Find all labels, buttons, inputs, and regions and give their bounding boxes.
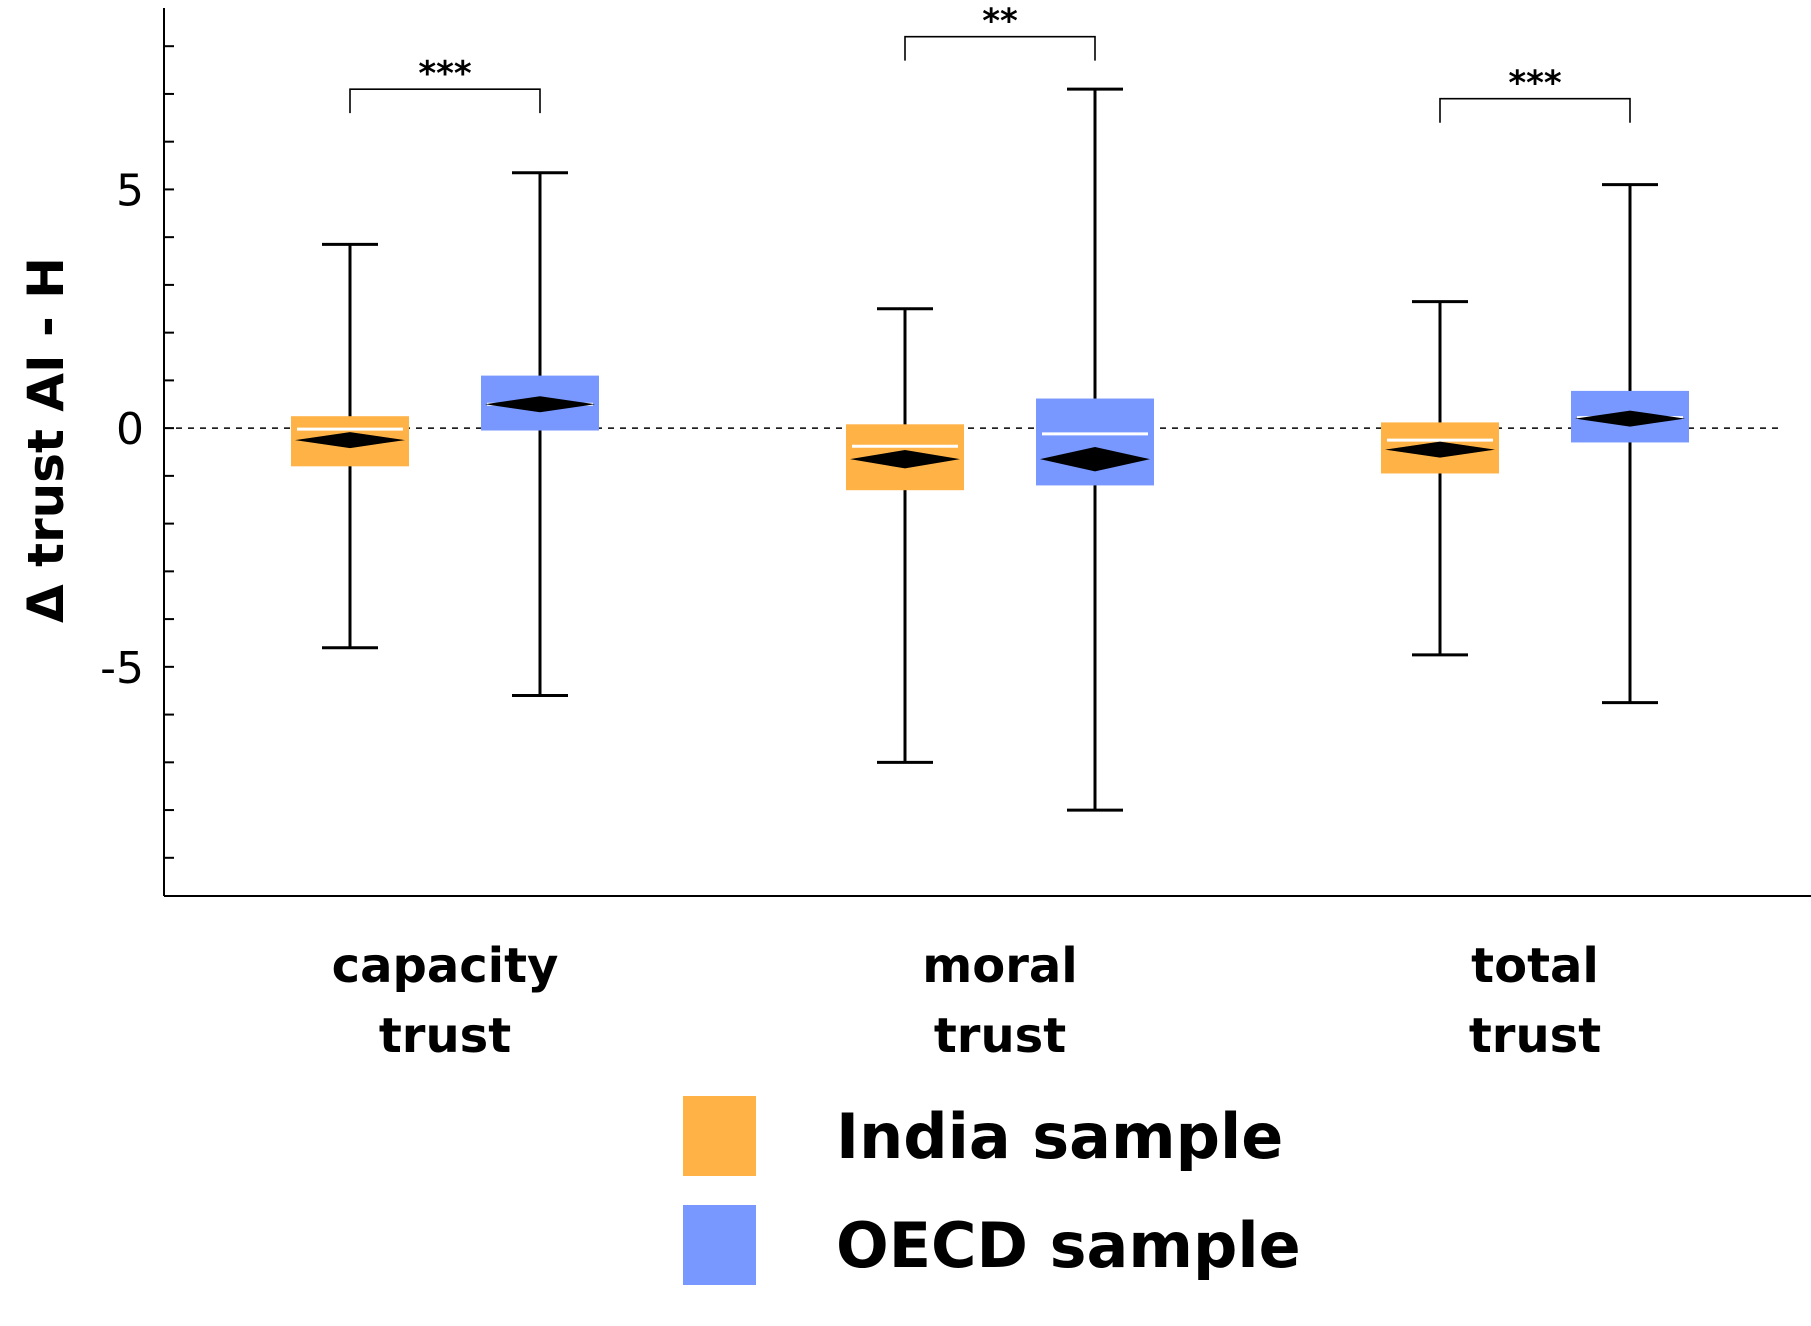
significance-bracket: *** [349, 54, 541, 114]
x-category-label-line1: total [1471, 938, 1599, 994]
significance-bracket: ** [904, 2, 1096, 61]
significance-label: *** [1508, 64, 1562, 104]
box-india-1 [846, 307, 964, 764]
mean-diamond [850, 449, 960, 469]
x-category-label-line1: capacity [332, 938, 559, 994]
x-category-label-line2: trust [379, 1008, 511, 1064]
x-category-label-line2: trust [934, 1008, 1066, 1064]
x-category-label-line1: moral [922, 938, 1078, 994]
box-oecd-1 [1036, 87, 1154, 812]
mean-diamond [295, 432, 405, 449]
box-oecd-0 [481, 171, 599, 697]
significance-bracket: *** [1439, 64, 1631, 123]
significance-label: *** [418, 54, 472, 94]
legend-label-1: OECD sample [836, 1209, 1301, 1282]
box-oecd-2 [1571, 183, 1689, 705]
legend-swatch-0 [683, 1096, 756, 1176]
y-tick-label: 0 [116, 404, 144, 455]
axes: 5 0 -5 [100, 8, 1811, 897]
bracket-line [349, 88, 541, 114]
box-india-0 [291, 242, 409, 650]
mean-diamond [485, 396, 595, 413]
mean-diamond [1040, 446, 1150, 472]
bracket-line [1439, 97, 1631, 123]
legend-label-0: India sample [836, 1100, 1283, 1173]
plot-marks: ******** [291, 2, 1689, 812]
legend-swatch-1 [683, 1205, 756, 1285]
mean-diamond [1385, 441, 1495, 458]
x-category-label-line2: trust [1469, 1008, 1601, 1064]
bracket-line [904, 35, 1096, 61]
y-tick-label: -5 [100, 643, 144, 694]
significance-label: ** [982, 2, 1018, 42]
mean-diamond [1575, 410, 1685, 427]
chart-labels: Δ trust AI - H capacity trust moral trust to… [17, 257, 1601, 1064]
iqr-box [1036, 398, 1154, 486]
y-axis-label: Δ trust AI - H [17, 257, 75, 623]
y-tick-label: 5 [116, 165, 144, 216]
box-india-2 [1381, 300, 1499, 657]
